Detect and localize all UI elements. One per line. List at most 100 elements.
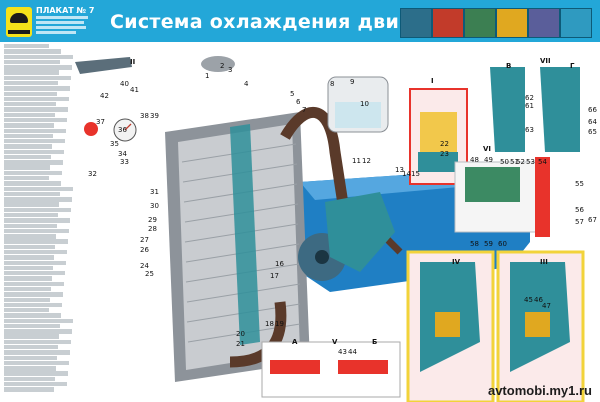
callout-number: 23 [440,150,449,158]
callout-number: 12 [362,157,371,165]
legend-line [4,366,56,371]
callout-number: 27 [140,236,149,244]
legend-line [4,260,66,265]
legend-line [4,102,56,107]
legend-line [4,371,68,376]
callout-number: 16 [275,260,284,268]
upper-hose [280,106,351,218]
callout-number: 48 [470,156,479,164]
legend-line [4,154,51,160]
callout-number: 5 [290,90,295,98]
legend-line [4,286,51,292]
legend-line [4,49,61,54]
book-cover [528,8,560,38]
legend-line [4,281,64,287]
callout-number: 45 [524,296,533,304]
callout-number: 46 [534,296,543,304]
legend-line [4,271,65,276]
callout-number: 7 [302,106,307,114]
inset-label-iii: III [540,258,548,266]
temperature-gauge [113,118,137,142]
callout-number: 11 [352,157,361,165]
legend-line [4,59,60,65]
poster-number: ПЛАКАТ № 7 [36,6,95,15]
legend-line [4,255,54,260]
warning-lamp [84,122,98,136]
callout-number: 43 [338,348,347,356]
callout-number: 52 [516,158,525,166]
book-cover [400,8,432,38]
legend-line [4,197,72,202]
callout-number: 57 [575,218,584,226]
callout-number: 14 [402,170,411,178]
legend-line [4,117,67,123]
legend-line [4,249,67,255]
callout-number: 9 [350,78,355,86]
legend-line [4,265,53,271]
callout-number: 47 [542,302,551,310]
callout-number: 30 [150,202,159,210]
expansion-tank [327,76,389,133]
legend-line [4,160,63,165]
legend-line [4,128,66,133]
legend-line [4,234,56,239]
legend-line [4,96,69,102]
legend-line [4,65,72,70]
callout-number: 26 [140,246,149,254]
callout-number: 13 [395,166,404,174]
book-cover [464,8,496,38]
callout-number: 19 [275,320,284,328]
callout-number: 42 [100,92,109,100]
inset-label-v: V [332,338,338,346]
legend-line [4,302,62,308]
inset-vii [490,67,580,152]
callout-number: 32 [88,170,97,178]
callout-number: 24 [140,262,149,270]
inset-label-i: I [431,77,434,85]
callout-number: 34 [118,150,127,158]
callout-number: 2 [220,62,225,70]
publisher-logo [6,7,32,37]
radiator-cap [201,56,235,72]
poster-header: ПЛАКАТ № 7 Система охлаждения двигателя [0,0,600,42]
legend-line [4,318,73,324]
poster-subtitle-lines [36,16,90,34]
callout-number: 20 [236,330,245,338]
legend-line [4,244,55,250]
page-title: Система охлаждения двигателя [110,11,474,33]
inset-vi [454,157,550,237]
legend-line [4,165,50,170]
inset-label-b: Б [372,338,378,346]
car-logo-icon [10,13,28,23]
radiator-coolant-channel [230,124,260,345]
callout-number: 3 [228,66,233,74]
callout-number: 4 [244,80,249,88]
callout-number: 28 [148,225,157,233]
legend-line [4,181,61,186]
legend-line [4,297,50,302]
legend-line [4,91,57,96]
legend-line [4,191,60,197]
callout-number: 59 [484,240,493,248]
logo-text-bar [8,30,30,34]
book-covers-strip [400,8,594,38]
legend-line [4,44,49,49]
callout-number: 51 [510,158,519,166]
callout-number: 33 [120,158,129,166]
callout-number: 6 [296,98,301,106]
callout-number: 25 [145,270,154,278]
callout-number: 39 [150,112,159,120]
legend-line [4,239,68,244]
legend-line [4,292,63,297]
callout-number: 50 [500,158,509,166]
inset-label-vii: VII [540,57,551,65]
callout-number: 31 [150,188,159,196]
callout-number: 21 [236,340,245,348]
legend-line [4,387,54,392]
callout-number: 41 [130,86,139,94]
callout-number: 54 [538,158,547,166]
legend-line [4,323,60,329]
inset-iii [496,250,585,402]
inset-iv [406,250,495,402]
legend-line [4,313,61,318]
